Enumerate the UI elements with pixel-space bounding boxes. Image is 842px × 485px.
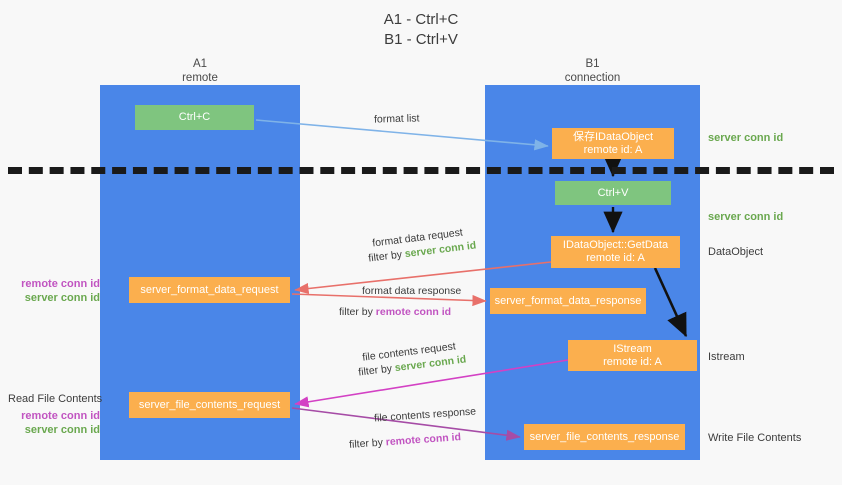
- page-title: A1 - Ctrl+C B1 - Ctrl+V: [383, 11, 459, 48]
- box-idataobject-getdata[interactable]: IDataObject::GetData remote id: A: [551, 236, 680, 268]
- box-server-format-data-response[interactable]: server_format_data_response: [490, 288, 646, 314]
- annotation-istream: Istream: [708, 351, 745, 363]
- label-file-contents-response-filter: filter by remote conn id: [349, 430, 462, 452]
- filter-prefix: filter by: [357, 362, 396, 379]
- lane-header-b1: B1 connection: [564, 58, 621, 84]
- annotation-left-conn-ids-top: remote conn id server conn id: [8, 277, 100, 305]
- label-format-list: format list: [373, 112, 420, 126]
- box-idataobject[interactable]: 保存IDataObject remote id: A: [552, 128, 674, 159]
- box-ctrl-c[interactable]: Ctrl+C: [134, 104, 255, 131]
- filter-prefix: filter by: [348, 436, 387, 451]
- box-istream[interactable]: IStream remote id: A: [568, 340, 697, 371]
- label-file-contents-response: file contents response: [373, 405, 477, 425]
- dashed-separator: [8, 167, 834, 174]
- annotation-dataobject: DataObject: [708, 246, 764, 258]
- filter-prefix: filter by: [339, 306, 376, 318]
- annotation-write-file-contents: Write File Contents: [708, 432, 802, 444]
- label-format-data-response-filter: filter by remote conn id: [339, 305, 451, 319]
- box-ctrl-v[interactable]: Ctrl+V: [554, 180, 672, 206]
- annotation-remote-conn-id: remote conn id: [21, 410, 100, 422]
- filter-key-remote-conn-id: remote conn id: [375, 306, 452, 318]
- box-server-file-contents-response[interactable]: server_file_contents_response: [524, 424, 685, 450]
- annotation-remote-conn-id: remote conn id: [21, 278, 100, 290]
- filter-prefix: filter by: [367, 248, 406, 265]
- annotation-server-conn-id-top: server conn id: [708, 132, 784, 144]
- box-server-file-contents-request[interactable]: server_file_contents_request: [129, 392, 290, 418]
- annotation-left-conn-ids-bottom: remote conn id server conn id: [8, 409, 100, 437]
- annotation-server-conn-id-mid: server conn id: [708, 211, 784, 223]
- annotation-read-file-contents: Read File Contents: [8, 393, 103, 405]
- filter-key-remote-conn-id: remote conn id: [385, 431, 462, 449]
- annotation-server-conn-id: server conn id: [24, 424, 100, 436]
- lane-header-a1: A1 remote: [182, 58, 218, 84]
- box-server-format-data-request[interactable]: server_format_data_request: [129, 277, 290, 303]
- annotation-server-conn-id: server conn id: [24, 292, 100, 304]
- label-format-data-response: format data response: [362, 285, 462, 297]
